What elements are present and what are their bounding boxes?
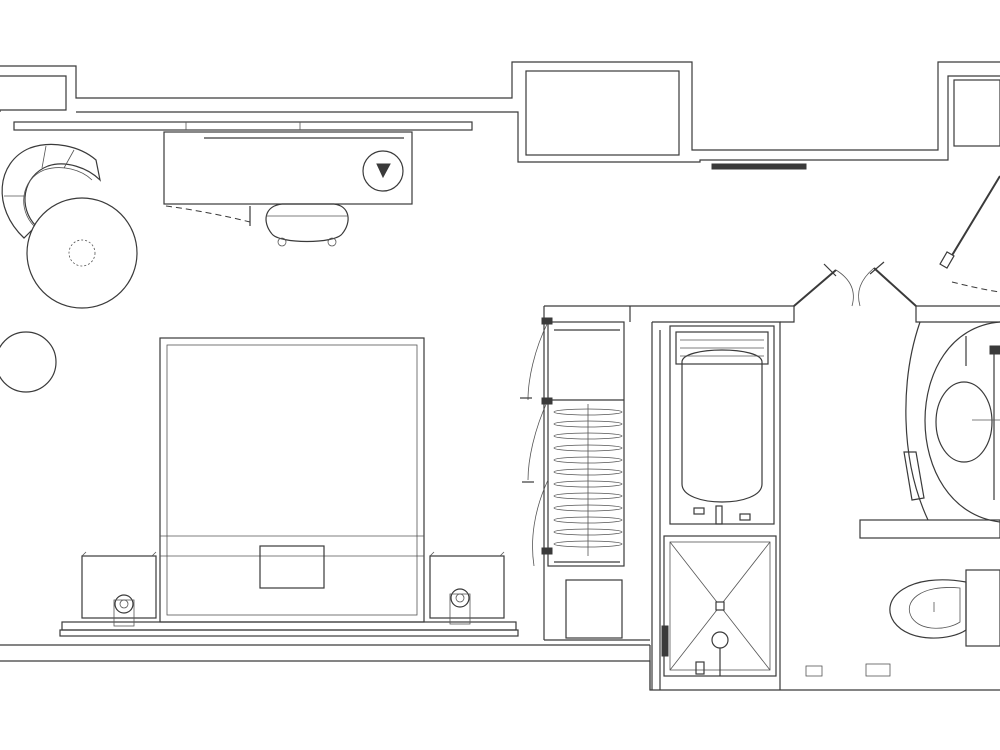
exterior-walls xyxy=(0,61,1000,691)
hangers xyxy=(553,404,623,556)
nightstand-right xyxy=(429,551,505,625)
toilet xyxy=(889,569,1000,647)
doors xyxy=(793,175,1000,307)
round-ottoman xyxy=(0,331,57,393)
wardrobe xyxy=(520,317,625,567)
vanity-sink xyxy=(903,321,1000,523)
interior-walls xyxy=(543,305,1000,690)
bathtub xyxy=(669,325,775,525)
desk xyxy=(163,131,413,226)
desk-chair xyxy=(265,203,349,247)
king-bed xyxy=(59,337,519,637)
nightstand-left xyxy=(81,551,157,627)
lounge-chair xyxy=(1,143,101,239)
bath-fixtures xyxy=(805,663,891,677)
round-side-table xyxy=(26,197,138,309)
shower xyxy=(661,535,777,677)
